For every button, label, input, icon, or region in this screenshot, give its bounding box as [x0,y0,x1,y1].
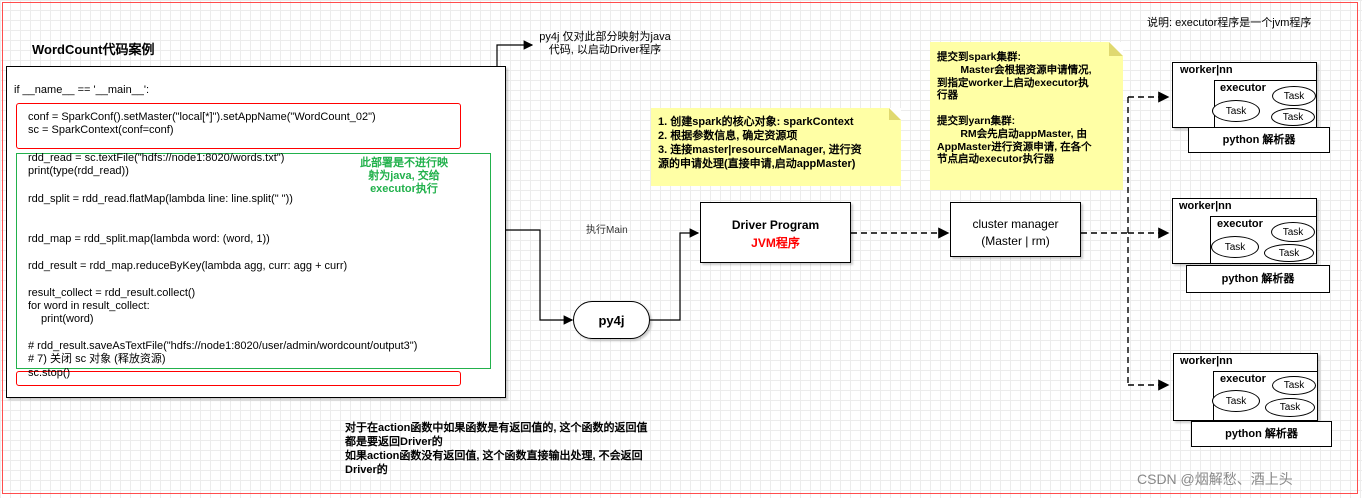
py4j-box: py4j [573,301,650,339]
py4j-mapping-note: py4j 仅对此部分映射为java 代码, 以启动Driver程序 [539,31,671,56]
code-box [6,66,506,398]
worker-label-1: worker|nn [1180,64,1233,76]
code-line-reduce: rdd_result = rdd_map.reduceByKey(lambda … [28,260,348,272]
code-line-collect: result_collect = rdd_result.collect() [28,287,196,299]
executor-label-1: executor [1220,82,1266,94]
executor-code-highlight [16,153,491,369]
driver-steps-note [651,108,901,186]
task-2c: Task [1264,244,1314,262]
code-line-read: rdd_read = sc.textFile("hdfs://node1:802… [28,152,285,164]
code-line-comment: # 7) 关闭 sc 对象 (释放资源) [28,353,166,365]
diagram-title: WordCount代码案例 [32,42,155,57]
exec-main-label: 执行Main [586,225,628,236]
code-line-main: if __name__ == '__main__': [14,84,150,96]
worker-label-2: worker|nn [1179,200,1232,212]
code-line-split: rdd_split = rdd_read.flatMap(lambda line… [28,193,293,205]
code-line-print-type: print(type(rdd_read)) [28,165,129,177]
worker-label-3: worker|nn [1180,355,1233,367]
task-3c: Task [1265,398,1315,417]
code-line-print-word: print(word) [41,313,94,325]
cluster-submit-note [930,42,1123,190]
action-return-note: 对于在action函数中如果函数是有返回值的, 这个函数的返回值 都是要返回Dr… [345,422,648,476]
csdn-watermark: CSDN @烟解愁、酒上头 [1137,471,1293,487]
config-highlight [16,103,461,149]
driver-program-box: Driver Program JVM程序 [700,202,851,263]
python-parser-1: python 解析器 [1188,127,1330,153]
driver-steps-text: 1. 创建spark的核心对象: sparkContext 2. 根据参数信息,… [658,116,862,170]
cluster-manager-box: cluster manager (Master | rm) [950,202,1081,257]
code-line-save: # rdd_result.saveAsTextFile("hdfs://node… [28,340,418,352]
cluster-manager-subtitle: (Master | rm) [981,234,1050,248]
code-line-sc: sc = SparkContext(conf=conf) [28,124,174,136]
executor-jvm-note: 说明: executor程序是一个jvm程序 [1147,17,1312,29]
code-line-conf: conf = SparkConf().setMaster("local[*]")… [28,111,376,123]
python-parser-2: python 解析器 [1186,265,1330,293]
arrow-py4j-to-driver [650,228,700,321]
task-1c: Task [1271,108,1315,126]
code-line-for: for word in result_collect: [28,300,150,312]
task-3a: Task [1272,376,1316,395]
task-1b: Task [1212,100,1260,122]
code-line-map: rdd_map = rdd_split.map(lambda word: (wo… [28,233,270,245]
task-1a: Task [1272,86,1316,106]
python-parser-3: python 解析器 [1191,421,1332,447]
task-2a: Task [1271,222,1315,242]
driver-program-title: Driver Program [731,218,820,232]
cluster-manager-title: cluster manager [972,217,1059,231]
task-2b: Task [1211,236,1259,258]
cluster-submit-text: 提交到spark集群: Master会根据资源申请情况, 到指定worker上启… [937,51,1092,166]
arrow-to-py4j [505,229,574,325]
executor-green-note: 此部署是不进行映 射为java, 交给 executor执行 [360,157,448,195]
stop-highlight [16,371,461,386]
code-line-stop: sc.stop() [28,367,71,379]
executor-label-3: executor [1220,373,1266,385]
driver-jvm-label: JVM程序 [751,236,800,250]
task-3b: Task [1212,390,1260,412]
executor-label-2: executor [1217,218,1263,230]
